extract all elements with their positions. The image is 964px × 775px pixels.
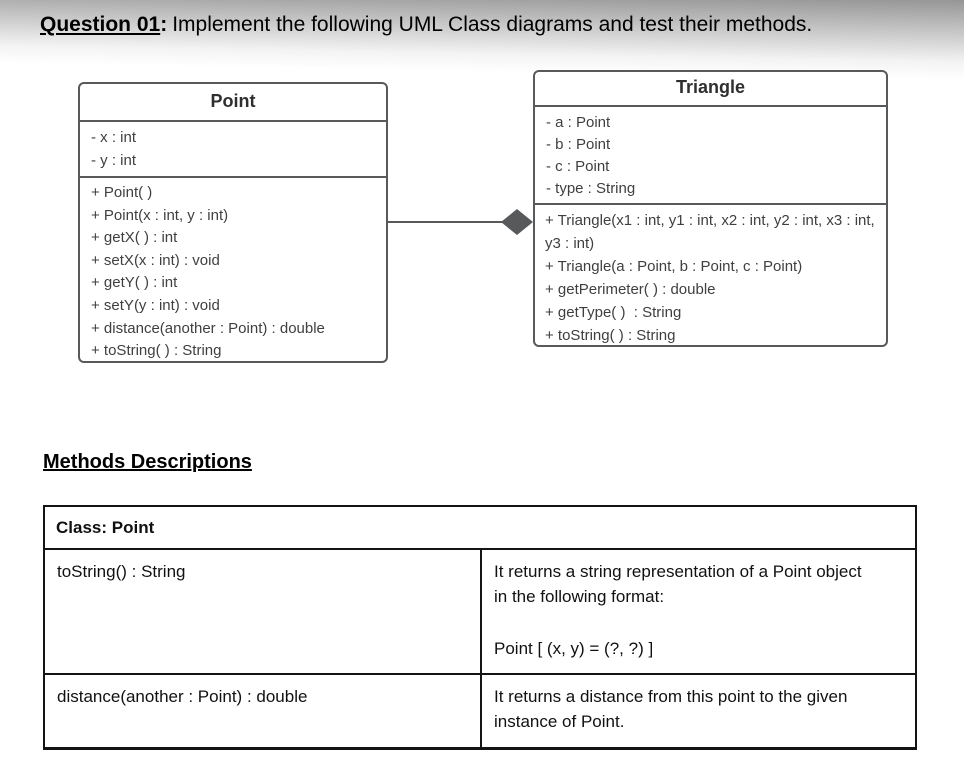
uml-method: + getPerimeter( ) : double [545,281,716,298]
uml-attribute: - x : int [91,129,137,146]
question-text: Implement the following UML Class diagra… [172,13,813,36]
uml-method: + toString( ) : String [545,327,676,344]
uml-method: + toString( ) : String [91,342,222,360]
triangle-attributes-compartment: - a : Point - b : Point - c : Point - ty… [535,107,886,205]
table-row: distance(another : Point) : double It re… [45,675,915,747]
method-description-cell: It returns a string representation of a … [482,550,915,673]
uml-attribute: - a : Point [546,114,611,131]
uml-method: + getX( ) : int [91,229,178,247]
triangle-class-title: Triangle [535,72,886,107]
uml-method: + Triangle(a : Point, b : Point, c : Poi… [545,258,803,275]
uml-attribute: - type : String [546,180,636,197]
uml-attribute: - c : Point [546,158,610,175]
uml-method: + Point(x : int, y : int) [91,206,229,224]
description-text: It returns a string representation of a … [494,562,862,606]
triangle-class-box: Triangle - a : Point - b : Point - c : P… [533,70,888,347]
uml-attribute: - y : int [91,152,137,169]
description-text: It returns a distance from this point to… [494,687,848,731]
question-number-label: Question 01 [40,13,161,36]
composition-diamond-icon [501,209,533,235]
uml-method: + Point( ) [91,184,153,201]
table-row: toString() : String It returns a string … [45,550,915,675]
association-line [388,221,504,223]
uml-attribute: - b : Point [546,136,611,153]
uml-method: + getType( ) : String [545,304,682,321]
question-heading: Question 01:Implement the following UML … [40,11,812,39]
method-signature-cell: toString() : String [45,550,482,673]
uml-method: + distance(another : Point) : double [91,319,325,337]
uml-method: + Triangle(x1 : int, y1 : int, x2 : int,… [545,212,879,252]
point-class-box: Point - x : int - y : int + Point( ) + P… [78,82,388,363]
point-class-title: Point [80,84,386,122]
question-colon: : [160,13,168,36]
methods-description-table: Class: Point toString() : String It retu… [43,505,917,750]
uml-method: + setY(y : int) : void [91,296,220,314]
uml-method: + setX(x : int) : void [91,251,220,269]
method-signature-cell: distance(another : Point) : double [45,675,482,747]
triangle-methods-compartment: + Triangle(x1 : int, y1 : int, x2 : int,… [535,205,886,347]
methods-descriptions-heading: Methods Descriptions [43,451,252,473]
uml-method: + getY( ) : int [91,274,178,292]
table-header-class-point: Class: Point [45,507,915,550]
point-attributes-compartment: - x : int - y : int [80,122,386,178]
point-methods-compartment: + Point( ) + Point(x : int, y : int) + g… [80,178,386,363]
format-example-text: Point [ (x, y) = (?, ?) ] [494,639,654,658]
method-description-cell: It returns a distance from this point to… [482,675,915,747]
